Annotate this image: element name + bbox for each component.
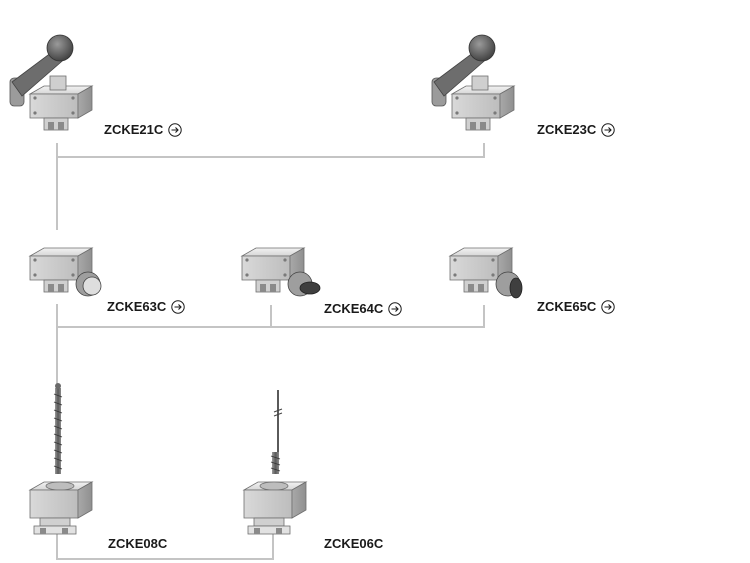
arrow-circle-icon[interactable] bbox=[601, 122, 615, 137]
product-code: ZCKE63C bbox=[107, 299, 167, 314]
zcke23c-label[interactable]: ZCKE23C bbox=[537, 122, 615, 137]
zcke64c-label[interactable]: ZCKE64C bbox=[324, 301, 402, 316]
arrow-circle-icon[interactable] bbox=[601, 299, 615, 314]
zcke08c-label: ZCKE08C bbox=[108, 536, 167, 551]
arrow-circle-icon[interactable] bbox=[171, 299, 185, 314]
zcke64c-switch-head bbox=[241, 247, 321, 297]
product-code: ZCKE64C bbox=[324, 301, 384, 316]
zcke65c-label[interactable]: ZCKE65C bbox=[537, 299, 615, 314]
zcke23c-switch-head bbox=[431, 34, 515, 131]
zcke08c-switch-head bbox=[28, 383, 94, 535]
zcke21c-switch-head bbox=[9, 34, 93, 131]
product-code: ZCKE65C bbox=[537, 299, 597, 314]
zcke21c-label[interactable]: ZCKE21C bbox=[104, 122, 182, 137]
zcke63c-switch-head bbox=[29, 247, 102, 297]
product-code: ZCKE23C bbox=[537, 122, 597, 137]
product-code: ZCKE08C bbox=[108, 536, 168, 551]
product-code: ZCKE21C bbox=[104, 122, 164, 137]
zcke06c-switch-head bbox=[242, 390, 308, 535]
arrow-circle-icon[interactable] bbox=[388, 301, 402, 316]
connector-lines bbox=[56, 143, 485, 560]
zcke63c-label[interactable]: ZCKE63C bbox=[107, 299, 185, 314]
arrow-circle-icon[interactable] bbox=[168, 122, 182, 137]
zcke06c-label: ZCKE06C bbox=[324, 536, 383, 551]
zcke65c-switch-head bbox=[449, 247, 523, 299]
product-code: ZCKE06C bbox=[324, 536, 384, 551]
